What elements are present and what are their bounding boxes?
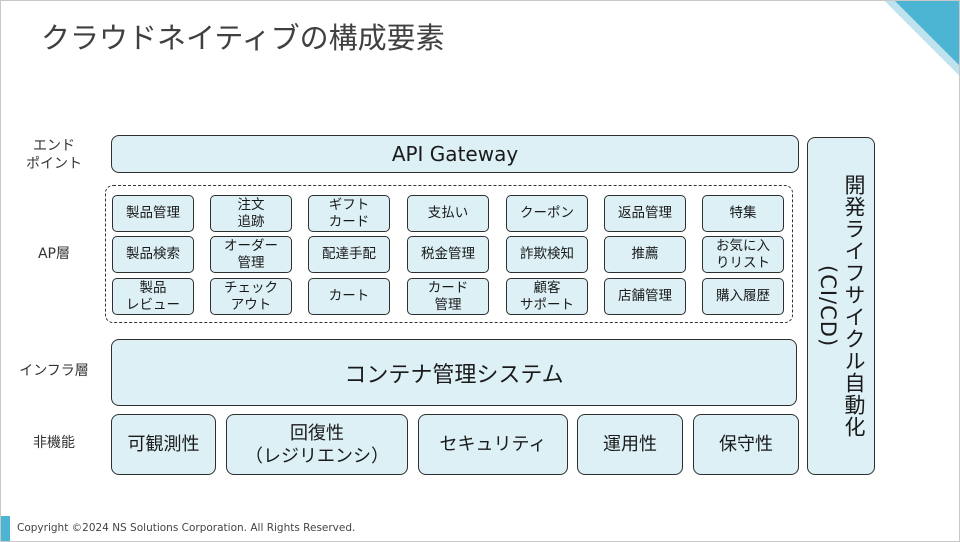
slide-title: クラウドネイティブの構成要素	[41, 21, 445, 55]
ap-module-box: 支払い	[407, 195, 489, 232]
ap-module-box: 製品検索	[112, 236, 194, 273]
api-gateway-box: API Gateway	[111, 135, 799, 173]
footer-copyright: Copyright ©2024 NS Solutions Corporation…	[17, 522, 356, 534]
row-label-endpoint: エンド ポイント	[26, 138, 82, 172]
ap-module-box: 特集	[702, 195, 784, 232]
ap-module-box: カード 管理	[407, 278, 489, 315]
ap-module-box: チェック アウト	[210, 278, 292, 315]
nonfunctional-box: 可観測性	[111, 414, 216, 475]
ap-module-box: 配達手配	[308, 236, 390, 273]
ap-layer-group	[105, 185, 793, 323]
ap-module-box: 推薦	[604, 236, 686, 273]
container-management-box: コンテナ管理システム	[111, 339, 797, 406]
corner-triangle-decoration	[885, 1, 959, 75]
row-label-infra: インフラ層	[19, 363, 89, 379]
nonfunctional-box: 回復性 （レジリエンシ）	[226, 414, 408, 475]
devops-cicd-box: 開発ライフサイクル自動化(CI/CD)	[807, 137, 875, 475]
ap-module-box: 返品管理	[604, 195, 686, 232]
nonfunctional-box: セキュリティ	[418, 414, 568, 475]
nonfunctional-box: 保守性	[693, 414, 799, 475]
ap-module-box: カート	[308, 278, 390, 315]
row-label-ap: AP層	[37, 246, 71, 262]
footer-accent-bar	[1, 516, 10, 541]
ap-module-box: オーダー 管理	[210, 236, 292, 273]
ap-module-box: ギフト カード	[308, 195, 390, 232]
ap-module-box: 顧客 サポート	[506, 278, 588, 315]
devops-cicd-label: 開発ライフサイクル自動化(CI/CD)	[816, 174, 866, 438]
ap-module-box: 詐欺検知	[506, 236, 588, 273]
ap-module-box: 製品 レビュー	[112, 278, 194, 315]
ap-module-box: お気に入 りリスト	[702, 236, 784, 273]
ap-module-box: 購入履歴	[702, 278, 784, 315]
nonfunctional-box: 運用性	[577, 414, 683, 475]
ap-module-box: 店舗管理	[604, 278, 686, 315]
ap-module-box: 製品管理	[112, 195, 194, 232]
ap-module-box: クーポン	[506, 195, 588, 232]
row-label-nonfunctional: 非機能	[33, 435, 75, 451]
ap-module-box: 注文 追跡	[210, 195, 292, 232]
ap-module-box: 税金管理	[407, 236, 489, 273]
